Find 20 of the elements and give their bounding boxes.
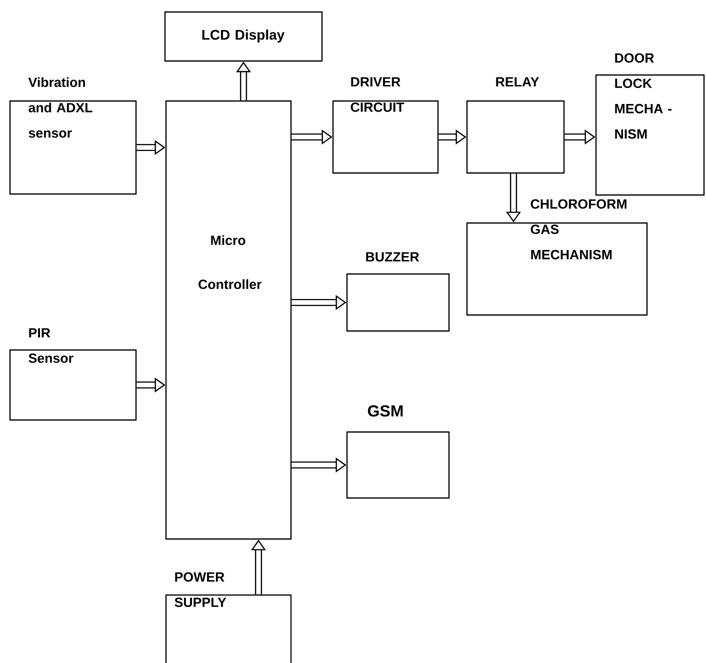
block-box: PIR Sensor: [9, 328, 137, 421]
node-label: DRIVER: [351, 77, 400, 86]
block-box: DOOR LOCK MECHA - NISM: [595, 53, 705, 196]
block-box: DRIVER CIRCUIT: [332, 77, 439, 174]
block-box: GSM: [346, 405, 450, 499]
block-box: RELAY: [466, 77, 565, 174]
node-label: GSM: [368, 405, 403, 417]
node-label: CHLOROFORM: [530, 199, 626, 209]
node-label: Vibration: [28, 77, 85, 88]
display-box: LCD Display: [164, 11, 323, 62]
node-label: POWER: [175, 572, 224, 582]
node-label: DOOR: [615, 53, 654, 63]
block-box: CHLOROFORM GAS MECHANISM: [466, 199, 648, 316]
node-label: RELAY: [496, 77, 540, 86]
node-label: PIR: [29, 328, 50, 338]
block-box: Vibration and ADXL sensor: [9, 77, 137, 195]
block-box: POWER SUPPLY: [165, 572, 292, 663]
block-box: BUZZER: [346, 252, 450, 332]
node-label: BUZZER: [366, 252, 420, 262]
controller-box: Micro Controller: [165, 100, 292, 540]
